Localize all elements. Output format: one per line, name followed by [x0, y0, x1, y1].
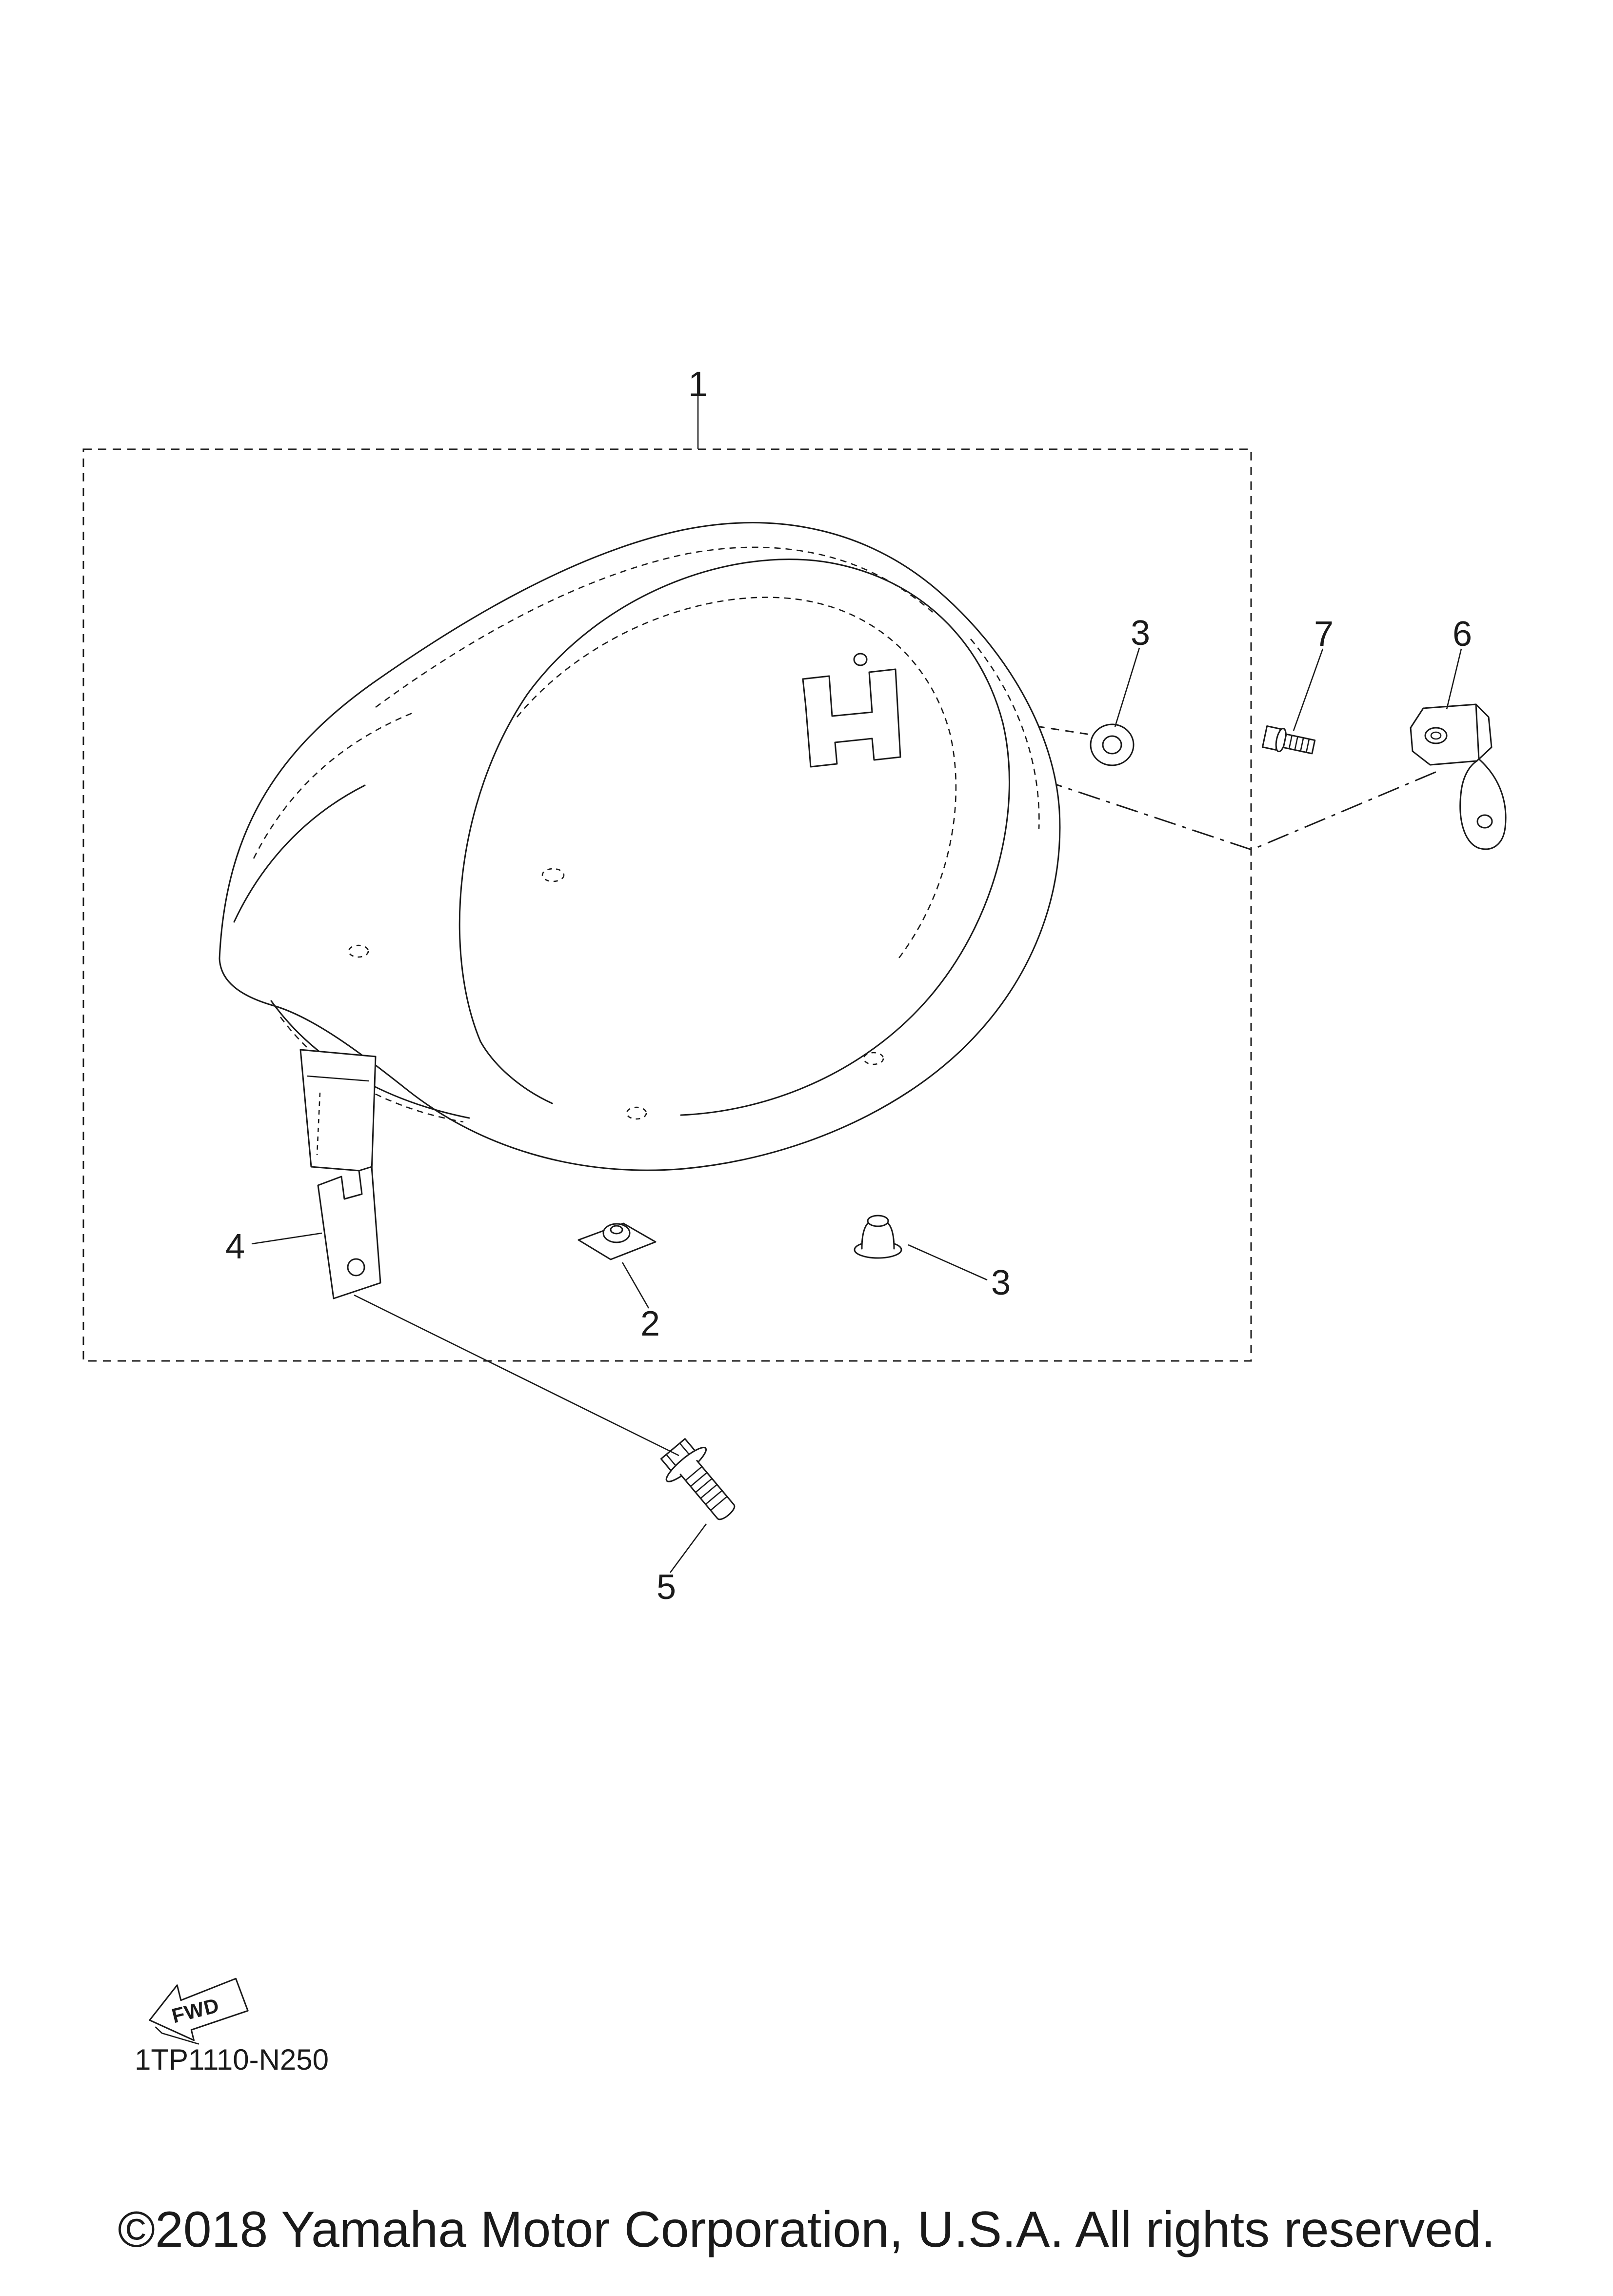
kit-boundary-box: [82, 448, 1252, 1362]
part-2-clip-nut: [577, 1222, 657, 1260]
fwd-arrow-icon: FWD: [149, 1977, 249, 2045]
leader-lines: [251, 396, 1462, 1573]
callout-2: 2: [640, 1304, 660, 1343]
backrest-bracket-outline: [802, 653, 901, 768]
callout-4: 4: [225, 1227, 245, 1266]
callout-6: 6: [1452, 615, 1473, 654]
part-3-damper-lower: [854, 1215, 902, 1259]
diagram-part-code: 1TP1110-N250: [135, 2043, 329, 2076]
callout-7: 7: [1314, 615, 1334, 654]
seat-tab: [299, 1049, 377, 1173]
part-3-damper-upper: [1090, 723, 1135, 766]
part-7-screw: [1261, 725, 1316, 755]
callout-5: 5: [656, 1568, 677, 1607]
callout-3-upper: 3: [1130, 614, 1151, 653]
callout-3-lower: 3: [991, 1263, 1011, 1302]
part-4-seat-bracket: [317, 1166, 381, 1299]
part-6-bracket: [1410, 703, 1507, 850]
seat-illustration: [219, 522, 1061, 1173]
copyright-text: ©2018 Yamaha Motor Corporation, U.S.A. A…: [118, 2201, 1495, 2258]
mount-holes: [348, 868, 884, 1120]
part-5-flange-bolt: [660, 1438, 736, 1520]
callout-1: 1: [688, 365, 708, 404]
